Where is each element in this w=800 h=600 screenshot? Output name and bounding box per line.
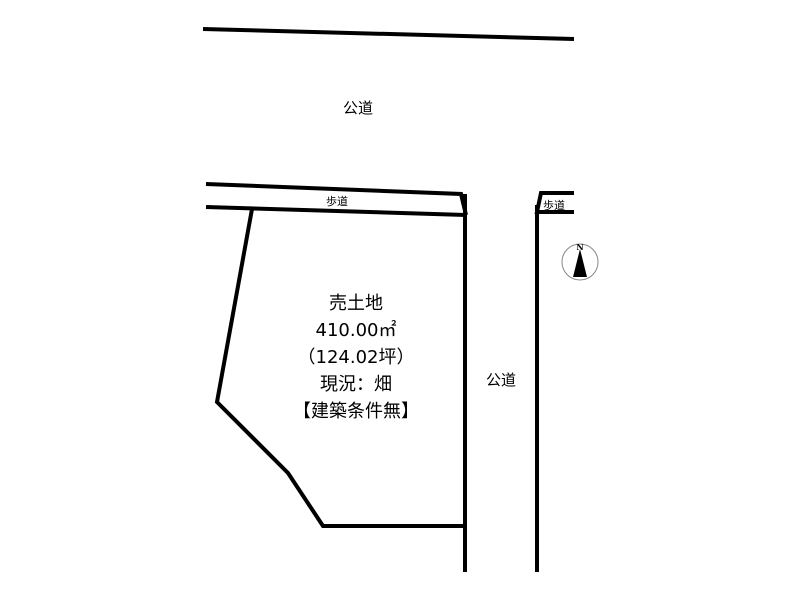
road-edge-top [202,27,575,41]
road-label-top: 公道 [343,99,374,117]
svg-text:N: N [576,242,583,252]
sidewalk-label-right: 歩道 [543,199,565,212]
lot-area-sqm: 410.00㎡ [315,320,397,341]
lot-current-status: 現況：畑 [320,374,392,395]
sidewalk-right-outline [534,191,574,214]
lot-info: 売土地 410.00㎡ （124.02坪） 現況：畑 【建築条件無】 [266,290,446,425]
lot-condition: 【建築条件無】 [293,401,419,422]
sidewalk-left-inner-edge [205,205,467,217]
road-label-right: 公道 [486,371,517,389]
lot-boundary [214,208,465,528]
lot-area-tsubo: （124.02坪） [297,347,415,368]
lot-title: 売土地 [329,293,383,314]
sidewalk-label-left: 歩道 [326,195,348,208]
north-arrow-icon: N [561,242,599,281]
